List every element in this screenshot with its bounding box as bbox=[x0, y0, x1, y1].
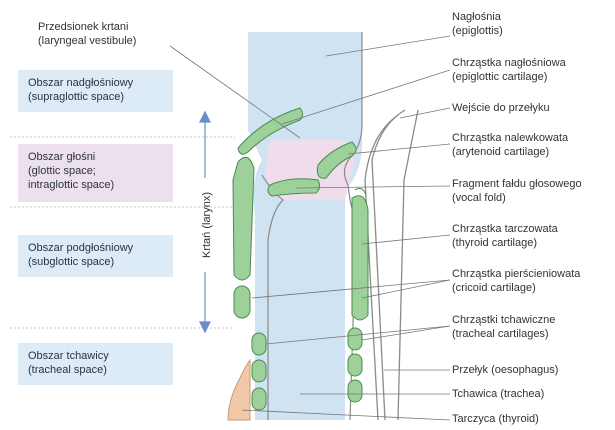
label-thyroid-cartilage: Chrząstka tarczowata (thyroid cartilage) bbox=[452, 222, 558, 250]
oesophagus-wall-inner bbox=[365, 115, 398, 420]
label-trachea: Tchawica (trachea) bbox=[452, 387, 544, 401]
label-oesophagus-entrance: Wejście do przełyku bbox=[452, 101, 550, 115]
cricoid-cartilage-left bbox=[234, 286, 250, 318]
label-arytenoid-en: (arytenoid cartilage) bbox=[452, 145, 568, 159]
label-arytenoid: Chrząstka nalewkowata (arytenoid cartila… bbox=[452, 131, 568, 159]
oesophagus-wall-outer bbox=[372, 110, 405, 420]
tracheal-cartilages-left bbox=[252, 333, 266, 410]
label-thyroid: Tarczyca (thyroid) bbox=[452, 412, 539, 426]
label-epiglottis-en: (epiglottis) bbox=[452, 24, 503, 38]
label-oesophagus-text: Przełyk (oesophagus) bbox=[452, 363, 558, 377]
oesophagus-wall-right bbox=[398, 110, 418, 420]
larynx-label-text: Krtań (larynx) bbox=[201, 192, 213, 258]
label-thyroid-cartilage-en: (thyroid cartilage) bbox=[452, 236, 558, 250]
label-cricoid: Chrząstka pierścieniowata (cricoid carti… bbox=[452, 267, 580, 295]
thyroid-cartilage-left bbox=[233, 157, 254, 280]
label-oesophagus-entrance-text: Wejście do przełyku bbox=[452, 101, 550, 115]
label-vestibule-en: (laryngeal vestibule) bbox=[38, 34, 136, 48]
label-tracheal-cartilages-en: (tracheal cartilages) bbox=[452, 327, 555, 341]
airway-lumen bbox=[248, 32, 362, 420]
label-cricoid-en: (cricoid cartilage) bbox=[452, 281, 580, 295]
label-tracheal-cartilages: Chrząstki tchawiczne (tracheal cartilage… bbox=[452, 313, 555, 341]
label-thyroid-cartilage-pl: Chrząstka tarczowata bbox=[452, 222, 558, 236]
label-epiglottic-cartilage: Chrząstka nagłośniowa (epiglottic cartil… bbox=[452, 56, 566, 84]
cartilage-right-inner bbox=[355, 188, 366, 195]
label-epiglottis-pl: Nagłośnia bbox=[452, 10, 503, 24]
label-trachea-text: Tchawica (trachea) bbox=[452, 387, 544, 401]
label-arytenoid-pl: Chrząstka nalewkowata bbox=[452, 131, 568, 145]
label-tracheal-cartilages-pl: Chrząstki tchawiczne bbox=[452, 313, 555, 327]
label-vocal-fold-en: (vocal fold) bbox=[452, 191, 582, 205]
label-thyroid-text: Tarczyca (thyroid) bbox=[452, 412, 539, 426]
label-epiglottic-cartilage-en: (epiglottic cartilage) bbox=[452, 70, 566, 84]
label-vestibule-pl: Przedsionek krtani bbox=[38, 20, 136, 34]
label-vocal-fold: Fragment fałdu głosowego (vocal fold) bbox=[452, 177, 582, 205]
label-oesophagus: Przełyk (oesophagus) bbox=[452, 363, 558, 377]
label-epiglottic-cartilage-pl: Chrząstka nagłośniowa bbox=[452, 56, 566, 70]
tracheal-cartilages-right bbox=[348, 328, 362, 402]
larynx-vertical-label: Krtań (larynx) bbox=[197, 180, 217, 270]
cartilage-right-long bbox=[352, 196, 368, 320]
label-laryngeal-vestibule: Przedsionek krtani (laryngeal vestibule) bbox=[38, 20, 136, 48]
label-vocal-fold-pl: Fragment fałdu głosowego bbox=[452, 177, 582, 191]
label-epiglottis: Nagłośnia (epiglottis) bbox=[452, 10, 503, 38]
label-cricoid-pl: Chrząstka pierścieniowata bbox=[452, 267, 580, 281]
thyroid-gland-shape bbox=[228, 360, 250, 420]
